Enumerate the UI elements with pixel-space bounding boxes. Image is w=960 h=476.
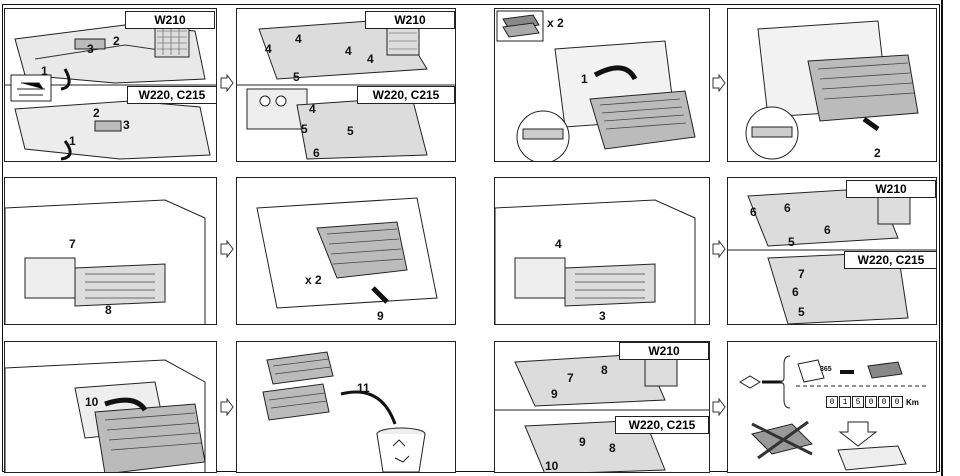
step-number: 7 [567,371,574,385]
step-number: 9 [377,309,384,323]
filter-cover-close-illustration [728,187,936,324]
interval-days-label: 365 [820,366,832,373]
model-badge-w210: W210 [619,342,709,360]
step-number: 6 [750,205,757,219]
model-badge-w220-c215: W220, C215 [357,86,455,104]
model-badge-w210: W210 [846,180,936,198]
step-number: 5 [798,305,805,319]
step-number: 3 [87,42,94,56]
cover-install-illustration [5,199,206,324]
model-badge-w210: W210 [125,11,215,29]
dispose-filter-illustration [262,351,426,472]
step-number: 8 [105,303,112,317]
next-step-arrow [220,73,234,97]
step-number: 5 [293,70,300,84]
odometer-digit: 1 [839,396,851,408]
step-number: 1 [69,134,76,148]
model-badge-w220-c215: W220, C215 [844,251,936,269]
next-step-arrow [712,239,726,263]
step-panel-12: 365 0 1 5 0 0 0 Km [727,341,937,473]
step-number: 6 [824,223,831,237]
step-number: 4 [265,42,272,56]
step-number: 4 [367,52,374,66]
step-number: 2 [874,146,881,160]
step-panel-8: W210 W220, C215 6 6 6 5 7 6 5 [727,177,937,325]
step-number: 6 [313,146,320,160]
step-number: 4 [345,44,352,58]
step-number: 5 [301,122,308,136]
step-number: 3 [599,309,606,323]
step-number: 9 [551,387,558,401]
step-panel-10: 11 [236,341,456,473]
remove-filter-illustration [496,10,696,161]
step-number: 4 [295,32,302,46]
cover-remove-illustration [495,199,696,324]
next-step-arrow [220,239,234,263]
model-badge-w220-c215: W220, C215 [127,86,216,104]
step-number: 4 [555,237,562,251]
insert-filter-illustration [745,20,919,160]
step-number: 2 [113,34,120,48]
step-number: 7 [798,267,805,281]
step-number: 1 [581,72,588,86]
glovebox-illustration [5,9,216,161]
maintenance-interval-illustration [739,355,926,471]
step-number: 6 [792,285,799,299]
page-divider [941,0,943,476]
glovebox-close-illustration [495,353,709,472]
diagram-frame [2,4,940,472]
step-number: 3 [123,118,130,132]
step-panel-5: 7 8 [4,177,217,325]
step-number: 9 [579,435,586,449]
filter-cover-illustration [237,18,455,160]
step-number: 10 [545,459,559,473]
next-step-arrow [712,397,726,421]
odometer-digit: 5 [852,396,864,408]
odometer-digit: 0 [878,396,890,408]
quantity-label: x 2 [547,16,564,30]
quantity-label: x 2 [305,273,322,287]
step-panel-6: x 2 9 [236,177,456,325]
odometer-readout: 0 1 5 0 0 0 [826,396,903,408]
step-panel-2: W210 W220, C215 4 4 4 4 5 4 5 5 6 [236,8,456,162]
step-number: 6 [784,201,791,215]
step-number: 1 [41,64,48,78]
next-step-arrow [712,73,726,97]
step-number: 7 [69,237,76,251]
step-panel-1: W210 W220, C215 1 2 3 2 3 1 [4,8,217,162]
step-panel-7: 4 3 [494,177,710,325]
step-number: 11 [357,381,370,395]
odometer-digit: 0 [891,396,903,408]
model-badge-w210: W210 [365,11,455,29]
model-badge-w220-c215: W220, C215 [615,416,709,434]
odometer-digit: 0 [826,396,838,408]
step-number: 5 [788,235,795,249]
step-panel-9: 10 [4,341,217,473]
odometer-digit: 0 [865,396,877,408]
next-step-arrow [220,397,234,421]
step-number: 5 [347,124,354,138]
filter-removal-illustration [256,197,438,309]
step-panel-11: W210 W220, C215 7 8 9 9 8 10 [494,341,710,473]
odometer-unit: Km [906,398,919,407]
filter-withdraw-illustration [5,359,206,472]
step-panel-3: x 2 1 [494,8,710,162]
step-number: 4 [309,102,316,116]
step-number: 8 [601,363,608,377]
step-number: 8 [609,441,616,455]
step-number: 10 [85,395,99,409]
step-number: 2 [93,106,100,120]
step-panel-4: 2 [727,8,937,162]
